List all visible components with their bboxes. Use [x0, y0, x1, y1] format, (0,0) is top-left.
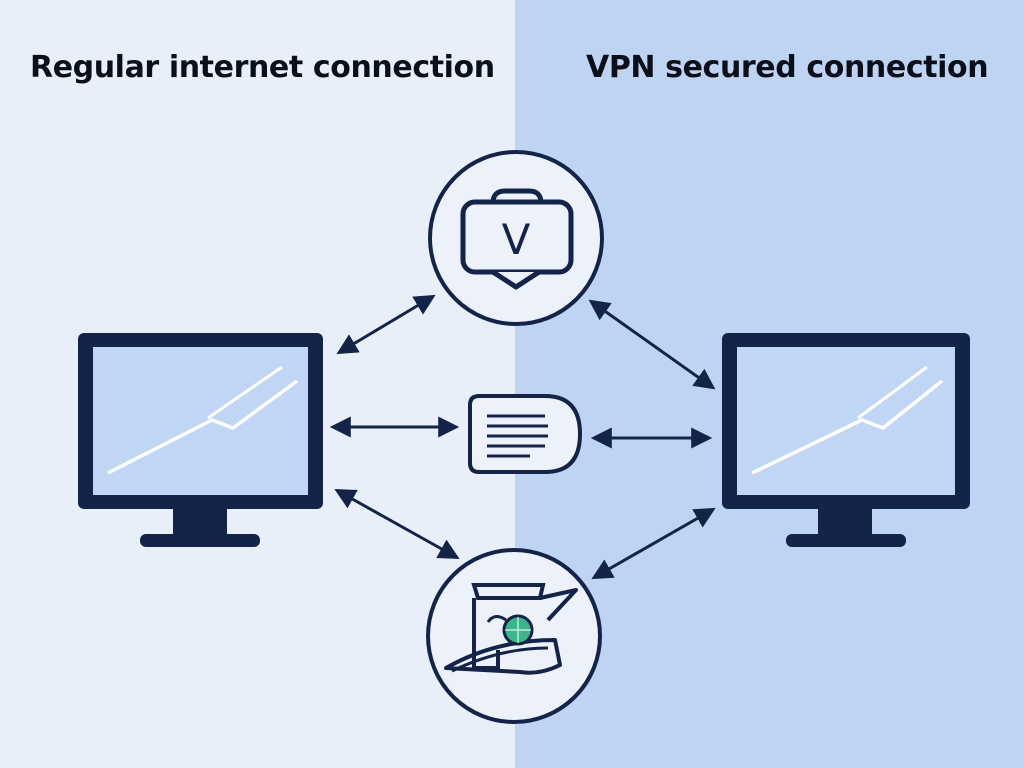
arrow-left-to-vpn	[336, 294, 436, 355]
vpn-lock-icon: V	[460, 188, 574, 290]
regular-connection-title: Regular internet connection	[30, 50, 495, 85]
arrow-vpn-to-right	[588, 299, 716, 390]
vpn-server-node: V	[428, 150, 604, 326]
isp-node	[426, 548, 602, 724]
globe-hand-icon	[444, 583, 578, 675]
data-packet-node	[468, 394, 583, 474]
vpn-connection-title: VPN secured connection	[586, 50, 989, 85]
document-icon	[487, 414, 548, 458]
arrow-isp-to-right	[591, 507, 716, 580]
arrow-left-to-isp	[334, 488, 460, 560]
right-monitor-icon	[722, 333, 970, 547]
connection-arrows	[329, 294, 716, 580]
vpn-letter: V	[502, 215, 531, 264]
left-monitor-icon	[78, 333, 323, 547]
